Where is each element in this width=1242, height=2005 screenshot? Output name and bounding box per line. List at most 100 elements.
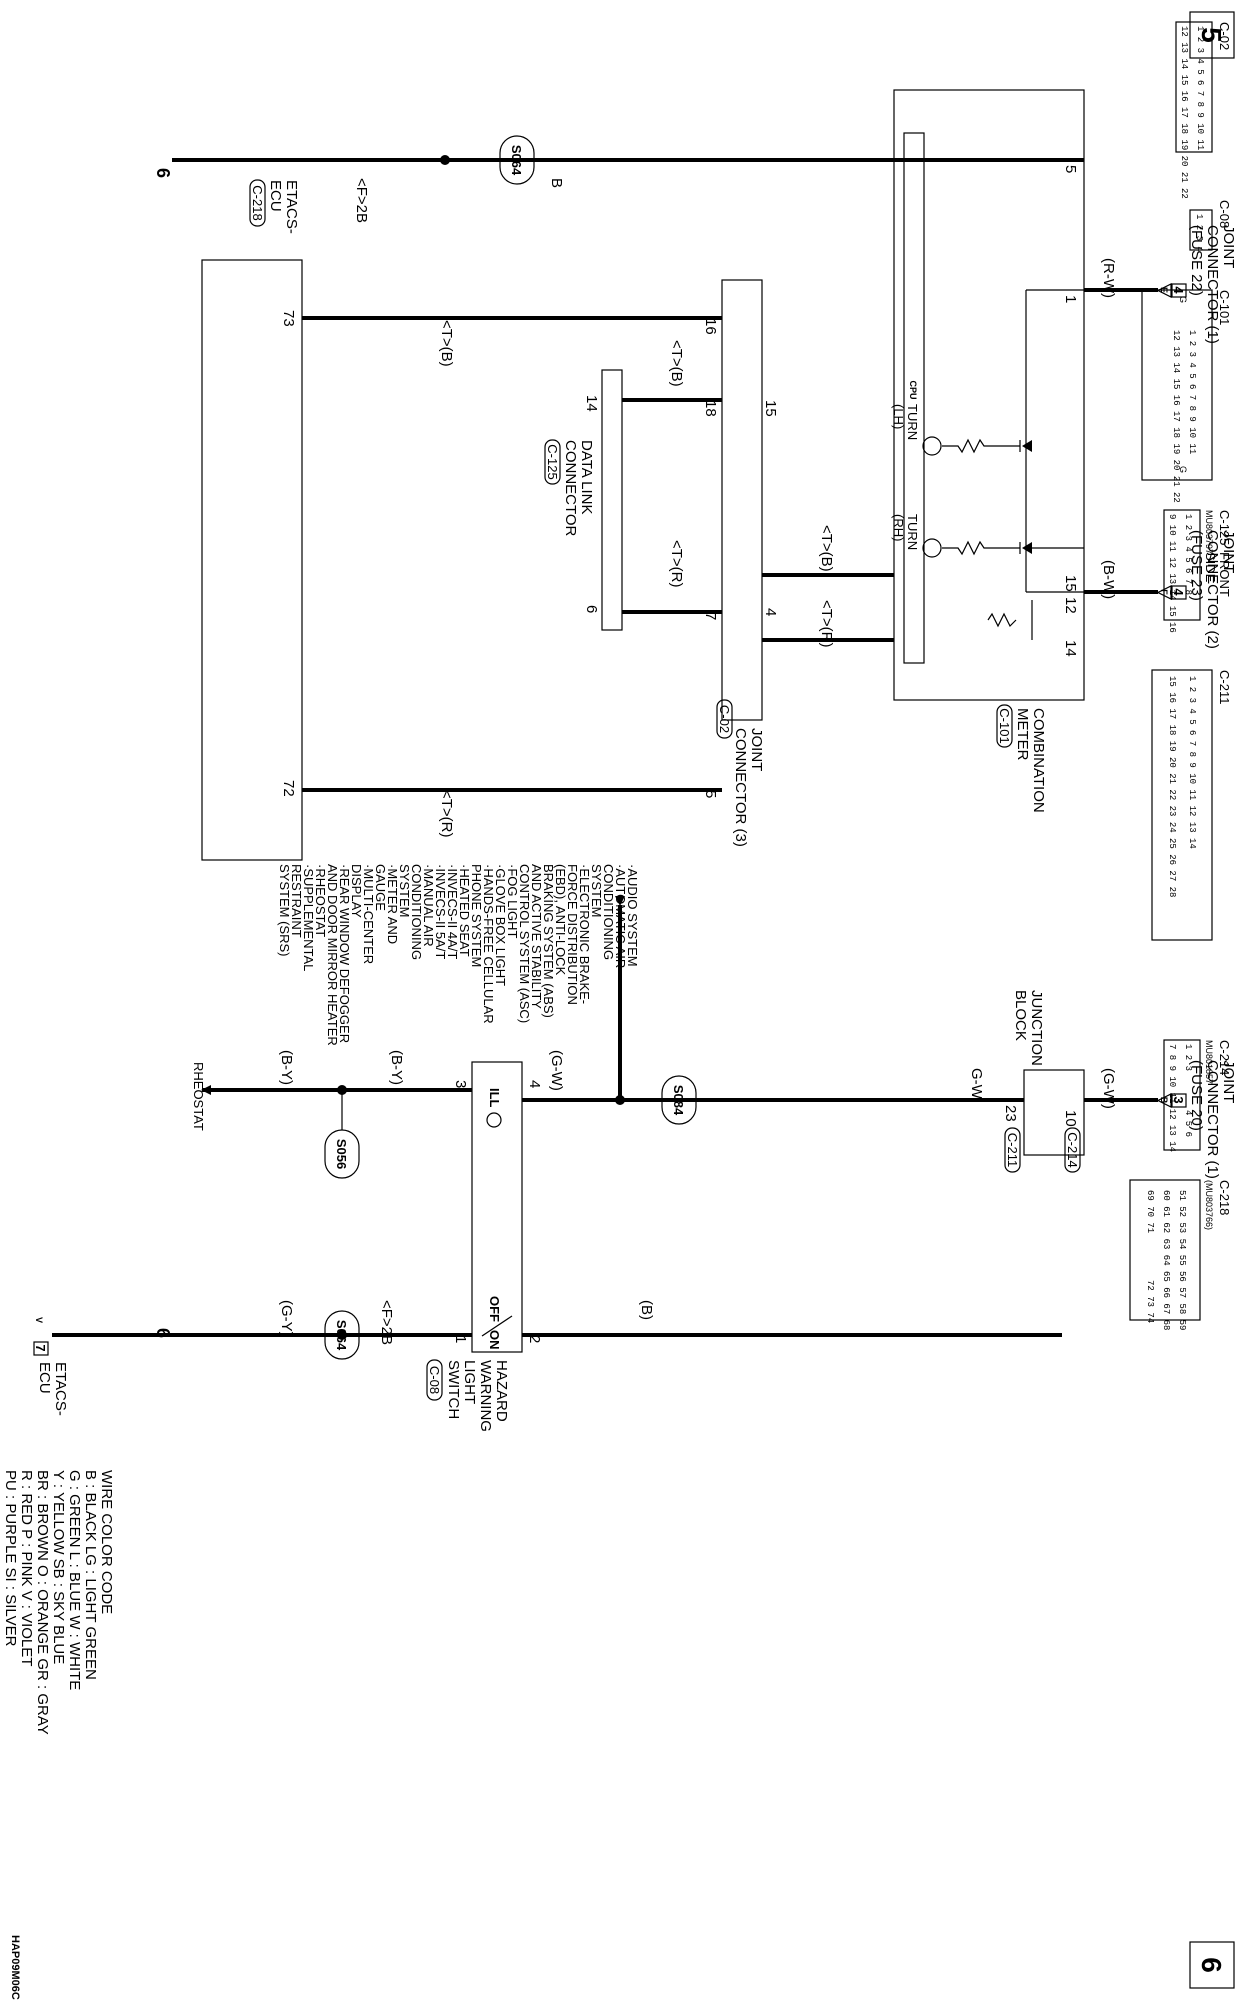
joint1b-title-l3: (FUSE 20) <box>1188 1060 1205 1131</box>
s064-bottom-label: S064 <box>334 1320 349 1351</box>
s056-label: S056 <box>334 1139 349 1169</box>
etacs-left-code: C-218 <box>250 185 265 220</box>
wire-color-line: G : GREEN L : BLUE W : WHITE <box>66 1470 83 1690</box>
systems-item: ·MULTI-CENTER <box>361 864 376 964</box>
systems-item: ·AUDIO SYSTEM <box>625 864 640 967</box>
c125-side-l2: SIDE <box>1203 552 1218 583</box>
diode1-icon <box>1022 440 1032 452</box>
c125-side-l1: FRONT <box>1217 552 1232 597</box>
joint1b-wire-color: (G-W) <box>1100 1068 1117 1109</box>
meter-pin-5: 5 <box>1062 165 1079 173</box>
ground-ref-top: 6 <box>153 168 173 178</box>
joint2-pin: 4 <box>1171 588 1186 596</box>
turn-lh-l1: TURN <box>905 404 920 440</box>
joint1-title-l3: (FUSE 22) <box>1188 225 1205 296</box>
joint3-title-l1: JOINT <box>748 728 765 771</box>
junction-code10-box <box>1064 1127 1081 1173</box>
systems-item: PHONE SYSTEM <box>469 864 484 967</box>
meter-title-l1: COMBINATION <box>1030 708 1047 813</box>
junction-pin-23: 23 <box>1002 1105 1019 1122</box>
turn-rh-l2: (RH) <box>891 514 906 541</box>
systems-item: ·INVECS-II 5A/T <box>433 864 448 959</box>
switch-code: C-08 <box>427 1366 442 1394</box>
meter-pin-12: 12 <box>1062 597 1079 614</box>
c214-row1a: 1 2 3 <box>1183 1044 1193 1071</box>
systems-item: CONDITIONING <box>601 864 616 960</box>
systems-item: BRAKING SYSTEM (ABS) <box>541 864 556 1018</box>
data-link-box <box>601 369 623 631</box>
etacs-right-pin-box <box>33 1341 49 1356</box>
turn-lh-l2: (LH) <box>891 404 906 429</box>
joint3-pin-15: 15 <box>762 400 779 417</box>
connector-views: C-02 1 2 3 4 5 6 7 8 9 10 11 12 13 14 15… <box>1129 21 1232 1330</box>
cpu-label: CPU <box>908 380 918 399</box>
dlc-code: C-125 <box>545 444 560 479</box>
switch-title-l4: SWITCH <box>445 1360 462 1419</box>
dlc-title-l1: DATA LINK <box>578 440 595 514</box>
meter-pin-15: 15 <box>1062 575 1079 592</box>
junction-title-l1: JUNCTION <box>1028 990 1045 1066</box>
switch-box <box>471 1061 523 1353</box>
meter-pin-14: 14 <box>1062 640 1079 657</box>
switch-title-l3: LIGHT <box>461 1360 478 1404</box>
joint1b-title-l1: JOINT <box>1220 1060 1237 1103</box>
dlc-pin-14: 14 <box>583 395 600 412</box>
ground-ref-bottom: 6 <box>153 1328 173 1338</box>
dlc-pin-6: 6 <box>583 605 600 613</box>
switch-on-label: ON <box>487 1330 502 1350</box>
c214-part: MU801857 <box>1204 1040 1214 1084</box>
c211-row2: 15 16 17 18 19 20 21 22 23 24 25 26 27 2… <box>1167 676 1177 897</box>
systems-item: ·INVECS-II 4A/T <box>445 864 460 959</box>
joint2-title-l1: JOINT <box>1220 530 1237 573</box>
s064-top-label: S064 <box>509 145 524 176</box>
can-label-etacs-b: <T>(B) <box>438 320 455 367</box>
systems-item: GAUGE <box>373 864 388 911</box>
etacs-right-letter: V <box>34 1317 44 1323</box>
joint3-pin-18: 18 <box>702 400 719 417</box>
switch-contact-icon <box>481 1315 513 1337</box>
rheostat-wire-color-2: (B-Y) <box>278 1050 295 1085</box>
c218-body <box>1129 1179 1201 1321</box>
c101-g-left: G <box>1178 296 1188 303</box>
systems-item: ·ELECTRONIC BRAKE- <box>577 864 592 1004</box>
page-number-bottom-box <box>1189 1941 1235 1989</box>
connector-c211: C-211 1 2 3 4 5 6 7 8 9 10 11 12 13 14 1… <box>1151 669 1232 941</box>
systems-item: ·SUPPLEMENTAL <box>301 864 316 971</box>
connector-c101: C-101 1 2 3 4 5 6 7 8 9 10 11 12 13 14 1… <box>1141 289 1232 503</box>
ground-bottom-label: <F>2B <box>378 1300 395 1345</box>
ground-top-wire-color: B <box>548 178 565 188</box>
connector-c214: C-214 MU801857 1 2 3 4 5 6 7 8 9 10 11 1… <box>1163 1039 1232 1152</box>
wire-color-title: WIRE COLOR CODE <box>98 1470 115 1614</box>
joint2-pin-box <box>1171 585 1187 600</box>
c211-row1: 1 2 3 4 5 6 7 8 9 10 11 12 13 14 <box>1187 676 1197 849</box>
s064-top-tag <box>499 135 535 185</box>
etacs-right-title-l2: ECU <box>36 1362 53 1394</box>
can-label-dlc-b: <T>(B) <box>668 340 685 387</box>
systems-item: ·METER AND <box>385 864 400 944</box>
c02-row2: 12 13 14 15 16 17 18 19 20 21 22 <box>1179 26 1189 199</box>
switch-title-l2: WARNING <box>477 1360 494 1432</box>
etacs-left-title-l2: ECU <box>267 180 284 212</box>
rheostat-label: RHEOSTAT <box>191 1062 206 1131</box>
switch-pin-2: 2 <box>526 1335 543 1343</box>
joint1b-pin: 3 <box>1171 1096 1186 1103</box>
junction-pin-10: 10 <box>1062 1110 1079 1127</box>
systems-item: AND ACTIVE STABILITY <box>529 864 544 1009</box>
joint3-code-box <box>716 699 733 739</box>
systems-item: ·AUTOMATIC AIR <box>613 864 628 968</box>
joint1b-pin-box <box>1171 1093 1187 1108</box>
ground-top-label: <F>2B <box>353 178 370 223</box>
c125-body <box>1163 509 1201 621</box>
can-label-etacs-r: <T>(R) <box>438 790 455 838</box>
switch-title-l1: HAZARD <box>493 1360 510 1422</box>
systems-item: ·FOG LIGHT <box>505 864 520 938</box>
etacs-right-pin: 7 <box>33 1344 48 1351</box>
c08-code: C-08 <box>1217 200 1232 228</box>
systems-item: SYSTEM <box>589 864 604 917</box>
systems-item: AND DOOR MIRROR HEATER <box>325 864 340 1046</box>
etacs-left-title-l1: ETACS- <box>283 180 300 234</box>
systems-item: FORCE DISTRIBUTION <box>565 864 580 1005</box>
joint3-title-l2: CONNECTOR (3) <box>732 728 749 847</box>
junction-wire-color: G-W <box>968 1068 985 1100</box>
